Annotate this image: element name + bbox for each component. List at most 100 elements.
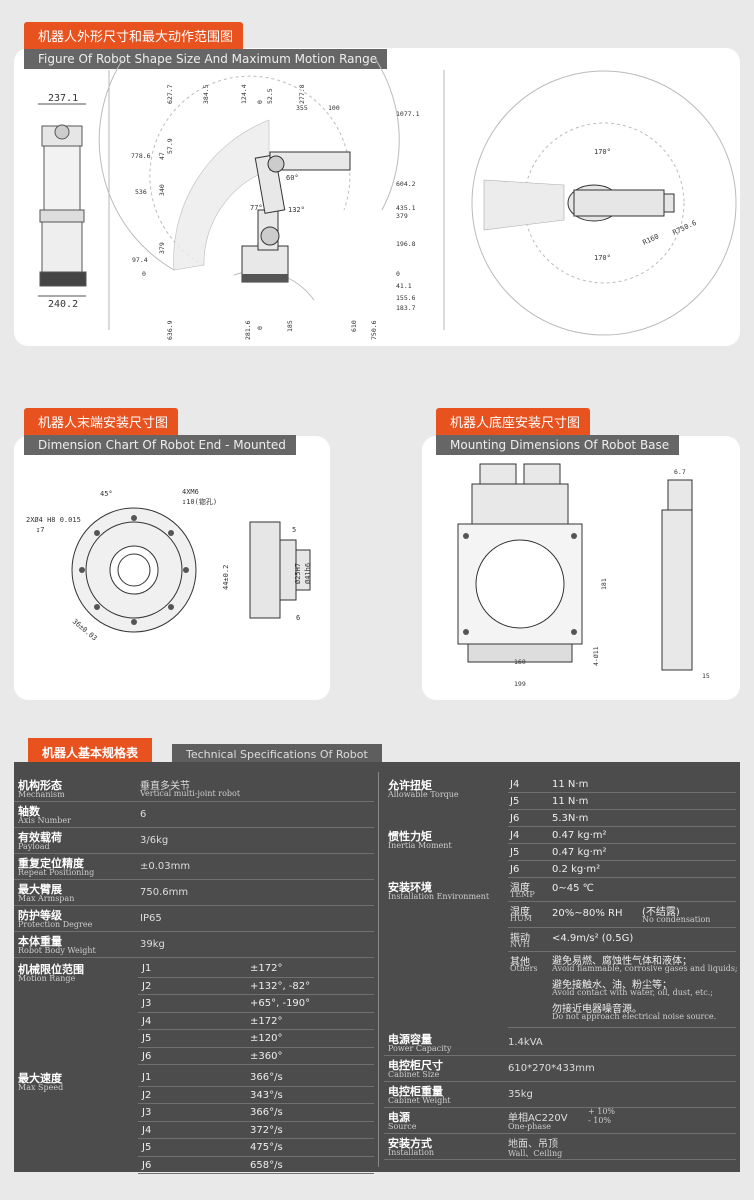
spec-label: 电控柜尺寸	[388, 1059, 443, 1072]
joint-label: J6	[142, 1050, 152, 1062]
spec-value-en: Vertical multi-joint robot	[140, 789, 241, 798]
spec-label-en: Max Armspan	[18, 894, 75, 903]
spec-label: 允许扭矩	[388, 779, 432, 792]
side-top-dim: 0	[256, 100, 264, 104]
env-other: 避免易燃、腐蚀性气体和液体；	[552, 956, 692, 967]
shape-section-title: 机器人外形尺寸和最大动作范围图	[24, 22, 244, 49]
spec-value: 39kg	[140, 939, 165, 950]
joint-value: +132°, -82°	[250, 980, 311, 992]
joint-value: 0.2 kg·m²	[552, 864, 601, 875]
env-label: 湿度	[510, 907, 530, 918]
env-label-en: HUM	[510, 914, 532, 923]
joint-value: +65°, -190°	[250, 998, 311, 1009]
env-value: 20%~80% RH	[552, 908, 623, 919]
joint-label: J2	[142, 1089, 152, 1101]
base-dim: 160	[514, 658, 526, 666]
side-bottom-dim: 281.6	[244, 320, 252, 340]
base-dim: 6.7	[674, 468, 686, 476]
base-dim: 199	[514, 680, 526, 688]
end-dim: ↧7	[36, 526, 44, 534]
spec-label: 电源	[388, 1111, 410, 1124]
end-section-title: 机器人末端安装尺寸图	[24, 408, 179, 435]
spec-label: 机构形态	[18, 779, 62, 792]
end-dim: 45°	[100, 490, 113, 498]
side-left-dim: 778.6	[131, 152, 151, 160]
joint-value: 343°/s	[250, 1089, 283, 1101]
spec-label-en: Protection Degree	[18, 920, 93, 929]
robot-shape-drawing: 237.1 240.2 60° 77° 132° 627.7 384.5 124…	[38, 60, 737, 340]
top-radius-min: R160	[641, 232, 660, 246]
end-section-header: 机器人末端安装尺寸图 Dimension Chart Of Robot End …	[24, 408, 296, 455]
joint-row: J2 343°/s	[138, 1087, 374, 1104]
spec-divider	[378, 772, 379, 1167]
joint-row: J6±360°	[138, 1048, 374, 1065]
joint-label: J3	[142, 998, 152, 1009]
front-top-dim: 237.1	[48, 93, 78, 104]
base-mount-drawing: 181 160 199 4-Ø11 6.7 15	[457, 463, 710, 688]
joint-label: J4	[510, 779, 520, 790]
spec-label-en: Installation Environment	[388, 892, 490, 901]
joint-value: 11 N·m	[552, 796, 589, 807]
spec-subtitle: Technical Specifications Of Robot	[172, 744, 382, 765]
env-value: 0~45 ℃	[552, 883, 594, 894]
joint-label: J6	[510, 864, 520, 875]
spec-label-en: Robot Body Weight	[18, 946, 96, 955]
end-dim: 44±0.2	[222, 565, 230, 590]
spec-label: 惯性力矩	[388, 830, 432, 843]
end-mount-drawing: 45° 4XM6 ↧10(锪孔) 2XØ4 H8 0.015 ↧7 44±0.2…	[26, 488, 312, 643]
env-other-en: Avoid flammable, corrosive gases and liq…	[552, 964, 738, 973]
side-right-dim: 379	[396, 212, 408, 220]
side-right-dim: 196.8	[396, 240, 416, 248]
env-label-en: NVH	[510, 940, 530, 949]
env-label-en: TEMP	[510, 890, 535, 899]
base-section-header: 机器人底座安装尺寸图 Mounting Dimensions Of Robot …	[436, 408, 680, 455]
spec-label: 电控柜重量	[388, 1085, 443, 1098]
base-section-subtitle: Mounting Dimensions Of Robot Base	[436, 435, 680, 455]
joint-value: 366°/s	[250, 1107, 283, 1118]
side-right-dim: 183.7	[396, 304, 416, 312]
base-section-title: 机器人底座安装尺寸图	[436, 408, 591, 435]
side-left-dim: 379	[158, 242, 166, 254]
side-right-dim: 1077.1	[396, 110, 420, 118]
top-angle-bottom: 170°	[594, 254, 611, 262]
joint-label: J4	[142, 1015, 152, 1027]
side-left-dim2: 57.9	[166, 138, 174, 154]
side-left-dim2: 340	[158, 184, 166, 196]
spec-label-en: Inertia Moment	[388, 841, 452, 850]
env-label: 振动	[510, 933, 530, 944]
joint-label: J5	[142, 1142, 152, 1153]
spec-label: 有效载荷	[18, 831, 62, 844]
joint-value: 475°/s	[250, 1142, 283, 1153]
spec-label-en: Payload	[18, 842, 50, 851]
joint-row: J5 475°/s	[138, 1139, 374, 1157]
side-top-dim: 100	[328, 104, 340, 112]
end-dim: Ø41h6	[304, 563, 312, 584]
joint-value: 5.3N·m	[552, 813, 589, 824]
spec-label: 最大臂展	[18, 883, 62, 896]
angle-77: 77°	[250, 204, 263, 212]
side-top-dim: 124.4	[240, 84, 248, 104]
side-right-dim: 0	[396, 270, 400, 278]
spec-value-sub: - 10%	[588, 1116, 612, 1125]
spec-label-en: Cabinet Size	[388, 1070, 440, 1079]
